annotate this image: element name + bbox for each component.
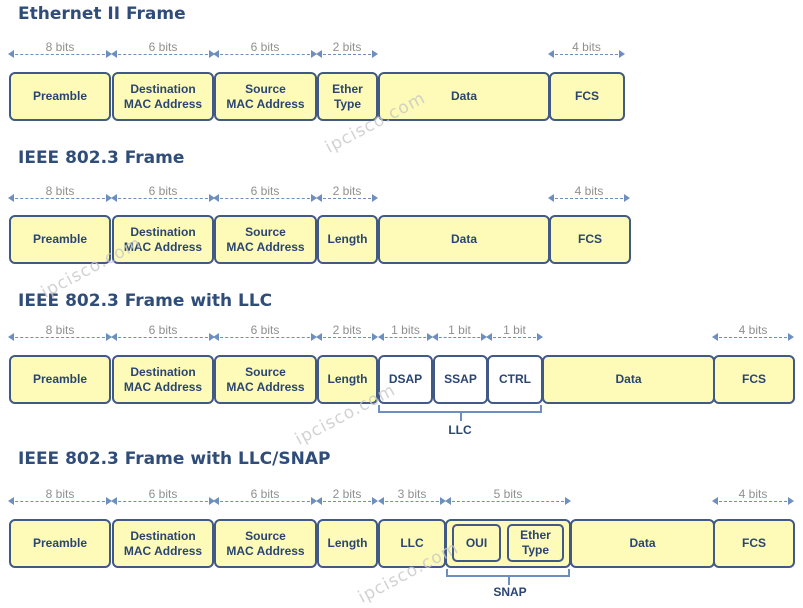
field-dsap: DSAP <box>378 355 433 404</box>
title-ieee8023: IEEE 802.3 Frame <box>18 148 185 168</box>
field-source-mac: Source MAC Address <box>214 519 317 568</box>
field-destination-mac: Destination MAC Address <box>112 72 214 121</box>
title-ieee8023-llc: IEEE 802.3 Frame with LLC <box>18 291 273 311</box>
size-preamble: 8 bits <box>8 487 112 511</box>
field-ssap: SSAP <box>433 355 488 404</box>
field-length: Length <box>317 215 378 264</box>
size-dst: 6 bits <box>111 184 215 208</box>
field-ethertype: Ether Type <box>317 72 378 121</box>
llc-bracket <box>378 405 542 421</box>
size-dsap: 1 bits <box>378 323 433 347</box>
field-ethertype: Ether Type <box>507 524 564 562</box>
field-length: Length <box>317 519 378 568</box>
field-data: Data <box>378 215 550 264</box>
size-src: 6 bits <box>213 40 317 64</box>
field-fcs: FCS <box>713 519 795 568</box>
field-fcs: FCS <box>713 355 795 404</box>
size-src: 6 bits <box>213 323 317 347</box>
snap-bracket <box>446 569 570 585</box>
size-dst: 6 bits <box>111 487 215 511</box>
size-fcs: 4 bits <box>712 323 794 347</box>
title-ethernet2: Ethernet II Frame <box>18 4 186 24</box>
field-fcs: FCS <box>549 72 625 121</box>
size-preamble: 8 bits <box>8 184 112 208</box>
size-fcs: 4 bits <box>712 487 794 511</box>
size-dst: 6 bits <box>111 40 215 64</box>
field-source-mac: Source MAC Address <box>214 72 317 121</box>
size-length: 2 bits <box>316 184 378 208</box>
size-snap: 5 bits <box>445 487 571 511</box>
size-length: 2 bits <box>316 487 378 511</box>
field-llc: LLC <box>378 519 446 568</box>
field-source-mac: Source MAC Address <box>214 215 317 264</box>
field-oui: OUI <box>452 524 501 562</box>
field-preamble: Preamble <box>9 355 111 404</box>
field-destination-mac: Destination MAC Address <box>112 355 214 404</box>
field-ctrl: CTRL <box>487 355 543 404</box>
size-llc: 3 bits <box>378 487 446 511</box>
size-src: 6 bits <box>213 487 317 511</box>
field-preamble: Preamble <box>9 215 111 264</box>
field-source-mac: Source MAC Address <box>214 355 317 404</box>
size-ssap: 1 bit <box>432 323 487 347</box>
field-destination-mac: Destination MAC Address <box>112 519 214 568</box>
field-data: Data <box>570 519 715 568</box>
title-ieee8023-snap: IEEE 802.3 Frame with LLC/SNAP <box>18 449 331 469</box>
size-fcs: 4 bits <box>548 184 630 208</box>
field-preamble: Preamble <box>9 519 111 568</box>
size-preamble: 8 bits <box>8 323 112 347</box>
snap-group-label: SNAP <box>493 585 527 599</box>
size-ctrl: 1 bit <box>486 323 543 347</box>
field-fcs: FCS <box>549 215 631 264</box>
field-preamble: Preamble <box>9 72 111 121</box>
size-dst: 6 bits <box>111 323 215 347</box>
size-ethertype: 2 bits <box>316 40 378 64</box>
size-src: 6 bits <box>213 184 317 208</box>
field-destination-mac: Destination MAC Address <box>112 215 214 264</box>
llc-group-label: LLC <box>448 423 472 437</box>
size-preamble: 8 bits <box>8 40 112 64</box>
size-fcs: 4 bits <box>548 40 625 64</box>
size-length: 2 bits <box>316 323 378 347</box>
field-data: Data <box>542 355 715 404</box>
field-length: Length <box>317 355 378 404</box>
